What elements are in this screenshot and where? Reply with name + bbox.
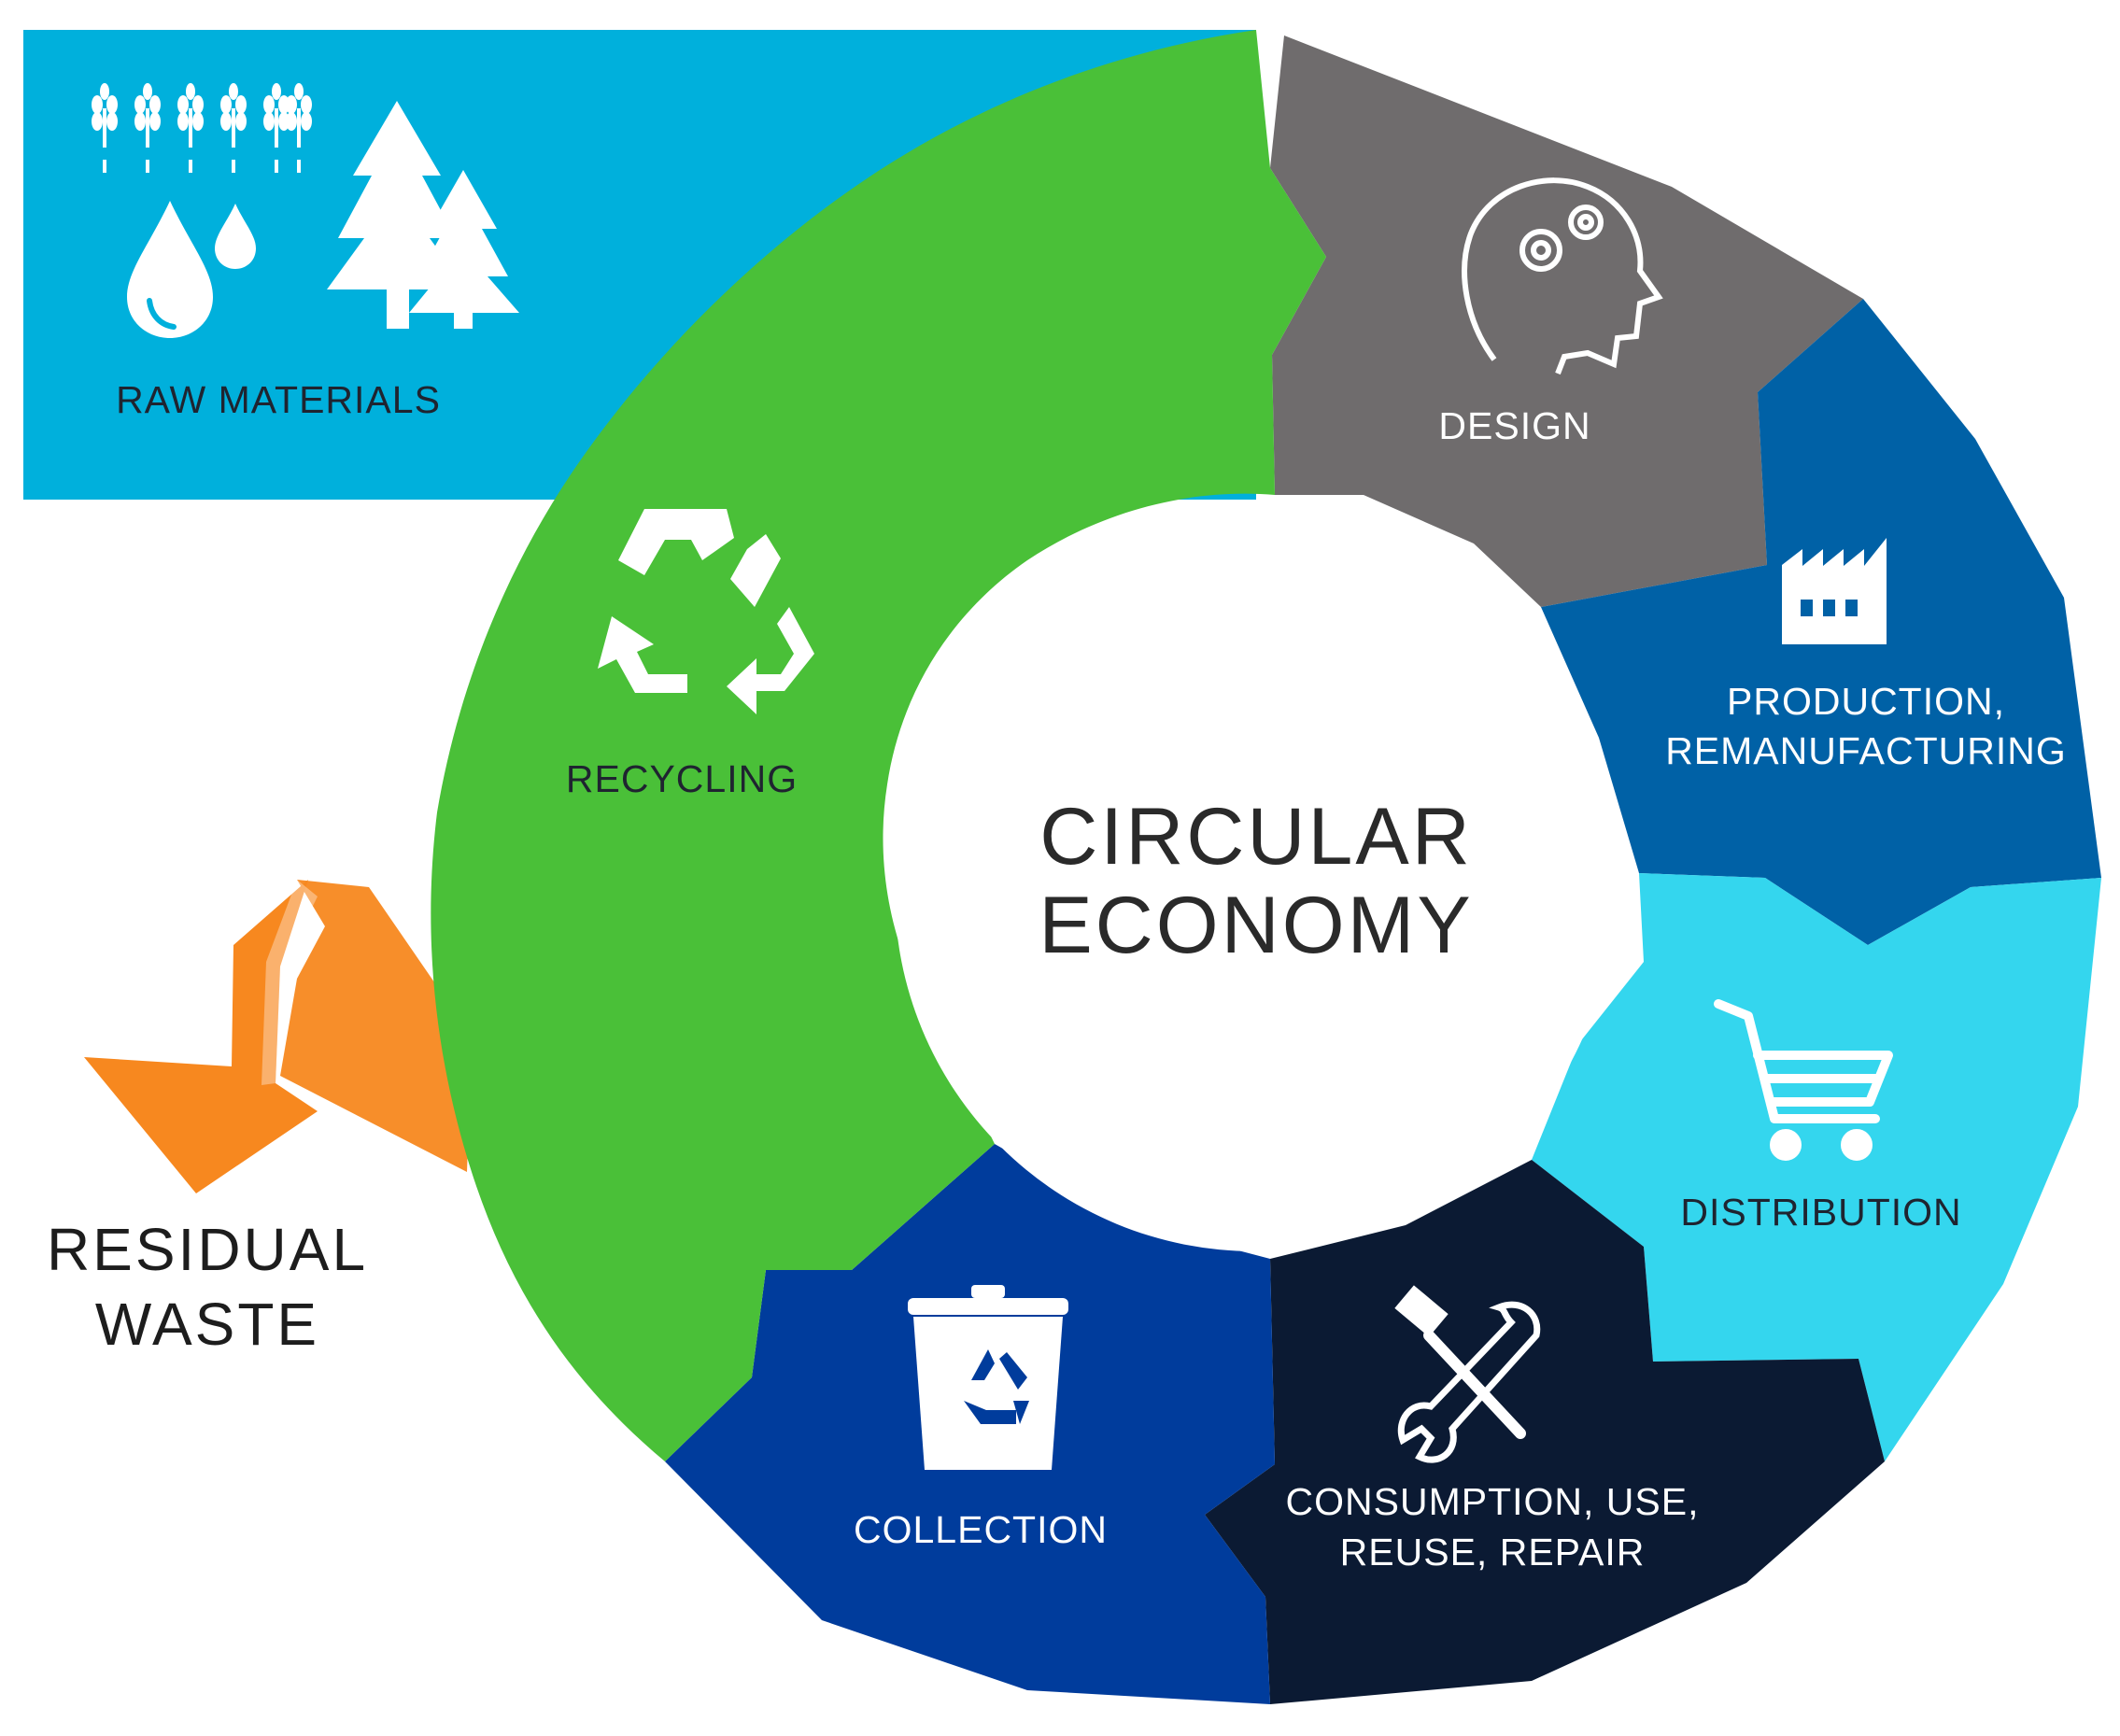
factory-icon (1782, 538, 1887, 644)
center-hub: CIRCULAR ECONOMY (895, 532, 1614, 1251)
production-label-line1: PRODUCTION, (1727, 680, 2005, 723)
wheat-icon (92, 83, 312, 173)
design-label: DESIGN (1438, 404, 1590, 447)
center-title-line1: CIRCULAR (1039, 792, 1473, 882)
consumption-label-line2: REUSE, REPAIR (1340, 1531, 1646, 1574)
recycle-bin-icon (908, 1285, 1068, 1470)
stage-distribution: DISTRIBUTION (1532, 873, 2101, 1461)
head-gears-icon (1462, 177, 1663, 375)
center-circle (895, 532, 1614, 1251)
center-title-line2: ECONOMY (1039, 881, 1473, 970)
design-segment (1270, 35, 1863, 607)
stage-consumption: CONSUMPTION, USE, REUSE, REPAIR (1205, 1160, 1885, 1704)
stage-recycling: RECYCLING (431, 30, 1327, 1461)
consumption-label-line1: CONSUMPTION, USE, (1286, 1480, 1700, 1523)
distribution-segment (1532, 873, 2101, 1461)
recycling-label: RECYCLING (566, 757, 798, 800)
residual-waste-line1: RESIDUAL (47, 1216, 368, 1283)
distribution-label: DISTRIBUTION (1680, 1191, 1961, 1234)
tree-icon (327, 101, 519, 329)
collection-label: COLLECTION (854, 1508, 1108, 1551)
residual-waste-arrow: RESIDUAL WASTE (47, 880, 472, 1358)
consumption-segment (1205, 1160, 1885, 1704)
recycling-segment (431, 30, 1327, 1461)
shopping-cart-icon (1714, 999, 1893, 1161)
recycle-icon (598, 509, 814, 714)
water-drop-icon (127, 201, 256, 338)
residual-waste-ribbon (280, 880, 472, 1172)
stage-design: DESIGN (1270, 35, 1863, 607)
stage-production: PRODUCTION, REMANUFACTURING (1541, 299, 2101, 945)
residual-waste-line2: WASTE (95, 1291, 319, 1358)
stage-collection: COLLECTION (665, 1144, 1275, 1704)
raw-materials-label: RAW MATERIALS (116, 378, 441, 421)
tools-icon (1394, 1285, 1541, 1463)
production-label-line2: REMANUFACTURING (1665, 729, 2067, 772)
down-arrow-icon (84, 880, 318, 1193)
